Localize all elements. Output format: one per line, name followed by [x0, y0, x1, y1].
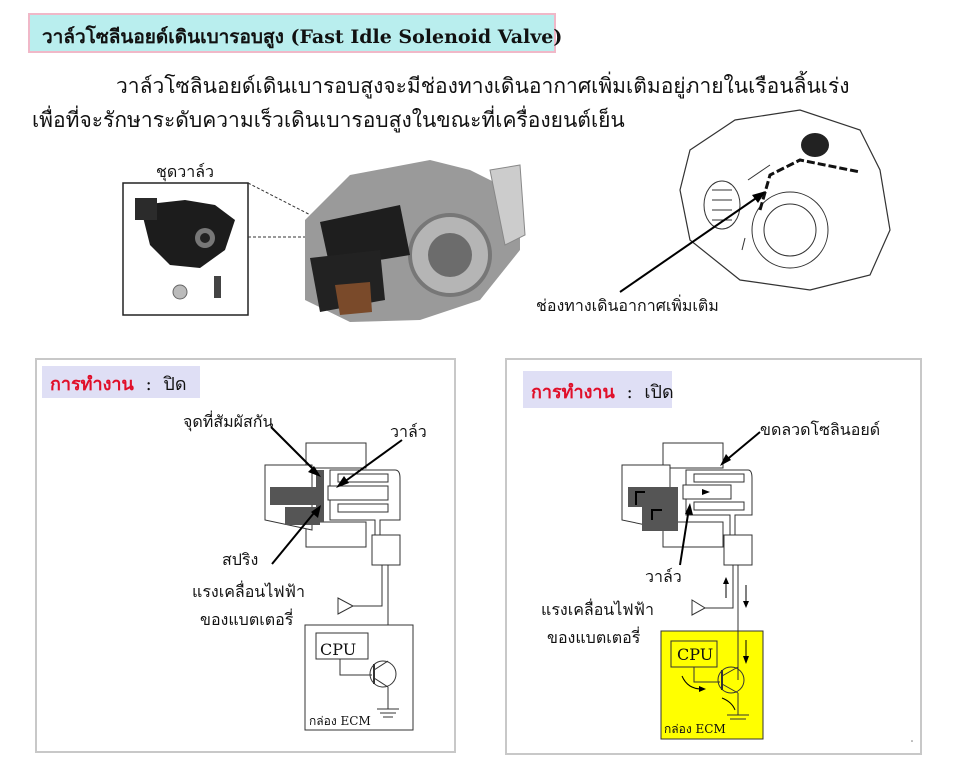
heading-separator: :	[626, 382, 633, 403]
panel-open-heading: การทำงาน : เปิด	[523, 371, 674, 408]
contact-point-label: จุดที่สัมผัสกัน	[183, 412, 274, 431]
battery-emf-line1: แรงเคลื่อนไฟฟ้า	[192, 582, 305, 601]
valve-label: วาล์ว	[390, 422, 427, 441]
operation-label: การทำงาน	[531, 382, 615, 403]
operation-label: การทำงาน	[50, 374, 134, 395]
state-open: เปิด	[644, 382, 674, 403]
cpu-label: CPU	[320, 640, 357, 659]
extra-air-passage-label: ช่องทางเดินอากาศเพิ่มเติม	[536, 296, 719, 315]
ecm-box-label: กล่อง ECM	[309, 714, 371, 728]
valve-label: วาล์ว	[645, 567, 682, 586]
intro-line-2: เพื่อที่จะรักษาระดับความเร็วเดินเบารอบสู…	[32, 108, 625, 132]
battery-emf-line1: แรงเคลื่อนไฟฟ้า	[541, 600, 654, 619]
heading-separator: :	[145, 374, 152, 395]
title-banner: วาล์วโซลีนอยด์เดินเบารอบสูง (Fast Idle S…	[28, 13, 562, 53]
valve-set-label: ชุดวาล์ว	[156, 162, 215, 181]
cpu-label: CPU	[677, 645, 714, 664]
spring-label: สปริง	[222, 550, 259, 569]
solenoid-coil-label: ขดลวดโซลินอยด์	[760, 420, 881, 439]
ecm-box-label: กล่อง ECM	[664, 722, 726, 736]
battery-emf-line2: ของแบตเตอรี่	[547, 628, 641, 647]
intro-line-1: วาล์วโซลินอยด์เดินเบารอบสูงจะมีช่องทางเด…	[116, 74, 850, 98]
page-title: วาล์วโซลีนอยด์เดินเบารอบสูง (Fast Idle S…	[42, 26, 563, 48]
battery-emf-line2: ของแบตเตอรี่	[200, 610, 294, 629]
panel-closed-heading: การทำงาน : ปิด	[42, 366, 200, 398]
state-closed: ปิด	[163, 374, 187, 395]
